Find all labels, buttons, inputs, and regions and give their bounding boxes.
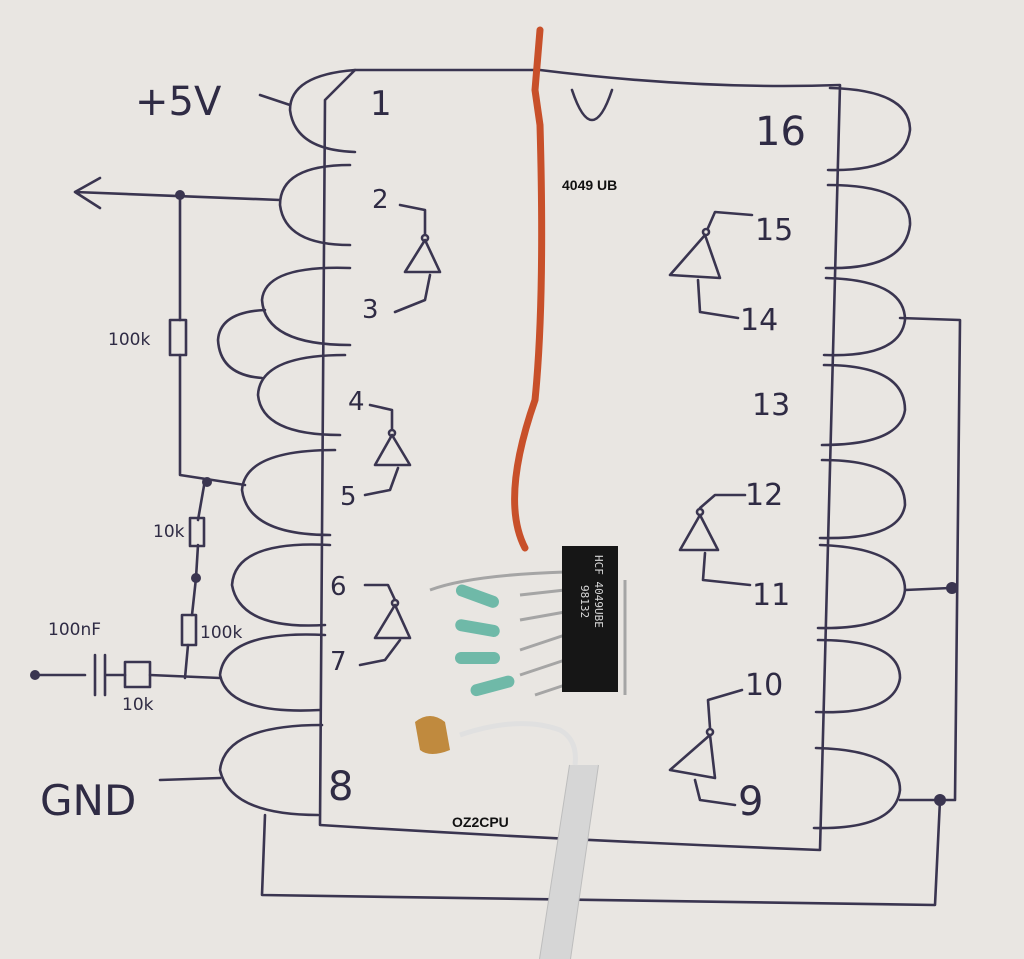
left-pin-ovals [218,68,357,817]
pin-13: 13 [752,388,790,423]
pin-16: 16 [755,109,806,155]
pin-5: 5 [340,482,357,512]
label-r4: 10k [122,695,154,715]
chip-leads [429,570,627,697]
left-pin-numbers: 1 2 3 4 5 6 7 8 [328,84,392,810]
pin-15: 15 [755,213,793,248]
gray-cable-body [540,765,598,959]
chip-marking: HCF 4049UBE 98132 [578,555,605,628]
label-c1: 100nF [48,620,101,640]
capacitor [415,716,450,754]
resistor-r2 [188,516,206,548]
right-pin-numbers: 16 15 14 13 12 11 10 9 [738,109,806,825]
chip-marking-line1: HCF 4049UBE [592,555,605,628]
pin-8: 8 [328,764,353,810]
chip-marking-line2: 98132 [578,585,591,618]
pin-6: 6 [330,572,347,602]
pin-11: 11 [752,578,790,613]
white-wire [459,721,578,766]
pin-2: 2 [372,185,389,215]
ic-outline [318,68,842,852]
right-pin-ovals [812,86,912,830]
pin-12: 12 [745,478,783,513]
pin-14: 14 [740,303,778,338]
resistor-r3 [180,613,198,647]
pin-10: 10 [745,668,783,703]
resistor-r1 [168,318,188,357]
label-r3: 100k [200,623,242,643]
pin-9: 9 [738,779,763,825]
inverter-symbols [358,203,754,807]
resistor-bodies [455,584,515,697]
resistors [123,318,206,689]
resistor-r4 [123,660,152,689]
pin-7: 7 [330,647,347,677]
chip-4049 [562,546,618,692]
junction-dots [30,190,958,806]
supply-label: +5V [135,79,222,125]
label-r2: 10k [153,522,185,542]
component-labels: 100k 10k 100k 10k 100nF [48,330,242,715]
pin-4: 4 [348,387,365,417]
red-wire [511,26,546,552]
label-r1: 100k [108,330,150,350]
ic-label: 4049 UB [562,177,617,193]
ic-notch [570,88,614,122]
pin-1: 1 [370,84,392,124]
author-label: OZ2CPU [452,814,509,830]
ground-label: GND [40,776,136,825]
pin-3: 3 [362,295,379,325]
